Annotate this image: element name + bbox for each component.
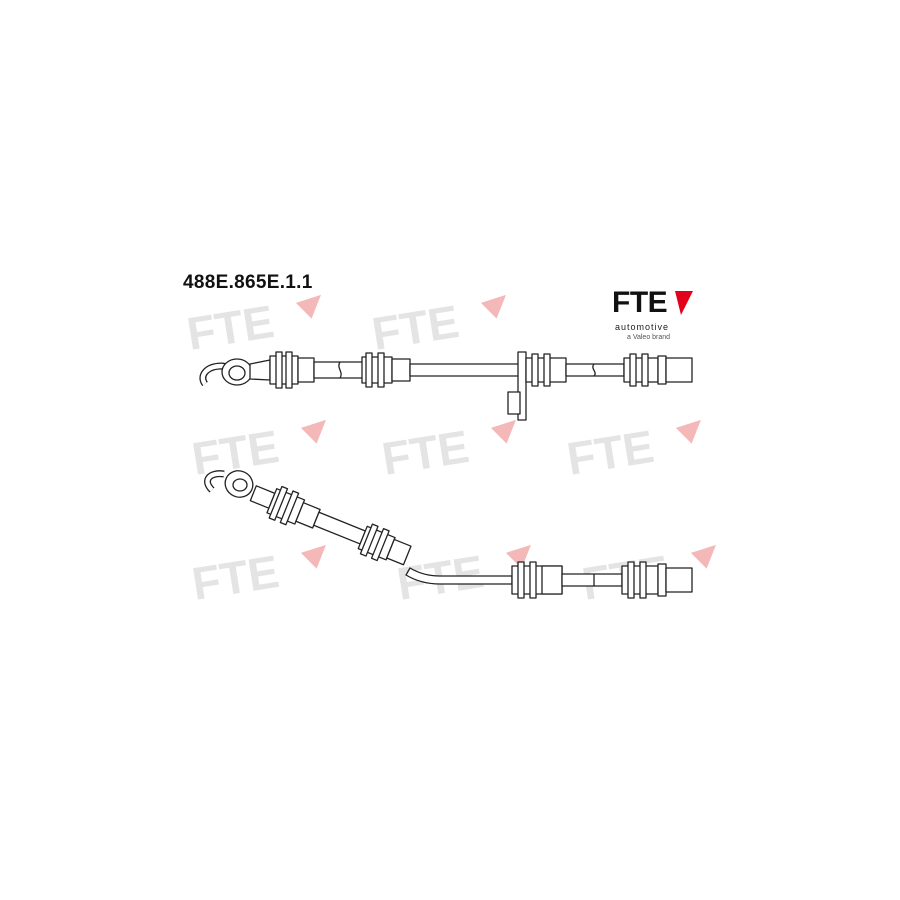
brand-logo: FTE automotive a Valeo brand [612, 288, 702, 348]
logo-tagline: automotive [615, 322, 670, 332]
watermark: FTE [188, 544, 326, 610]
upper-hose-end-fitting [623, 357, 659, 383]
svg-text:FTE: FTE [563, 420, 657, 485]
upper-hose [199, 351, 693, 421]
upper-hose-mounting-bracket [517, 351, 527, 421]
logo-brand-note: a Valeo brand [627, 334, 671, 341]
watermark: FTE [563, 419, 701, 485]
svg-text:FTE: FTE [378, 420, 472, 485]
svg-text:FTE: FTE [368, 295, 462, 360]
part-number: 488E.865E.1.1 [183, 272, 313, 293]
lower-hose [204, 470, 693, 599]
logo-accent-icon [675, 291, 693, 315]
lower-hose-body [313, 511, 366, 545]
watermark: FTE [368, 294, 506, 360]
logo-text: FTE [612, 286, 668, 319]
watermark: FTE [378, 419, 516, 485]
svg-text:FTE: FTE [183, 295, 277, 360]
svg-text:FTE: FTE [188, 545, 282, 610]
watermark: FTE [183, 294, 321, 360]
upper-hose-crimp-collar [269, 355, 299, 385]
